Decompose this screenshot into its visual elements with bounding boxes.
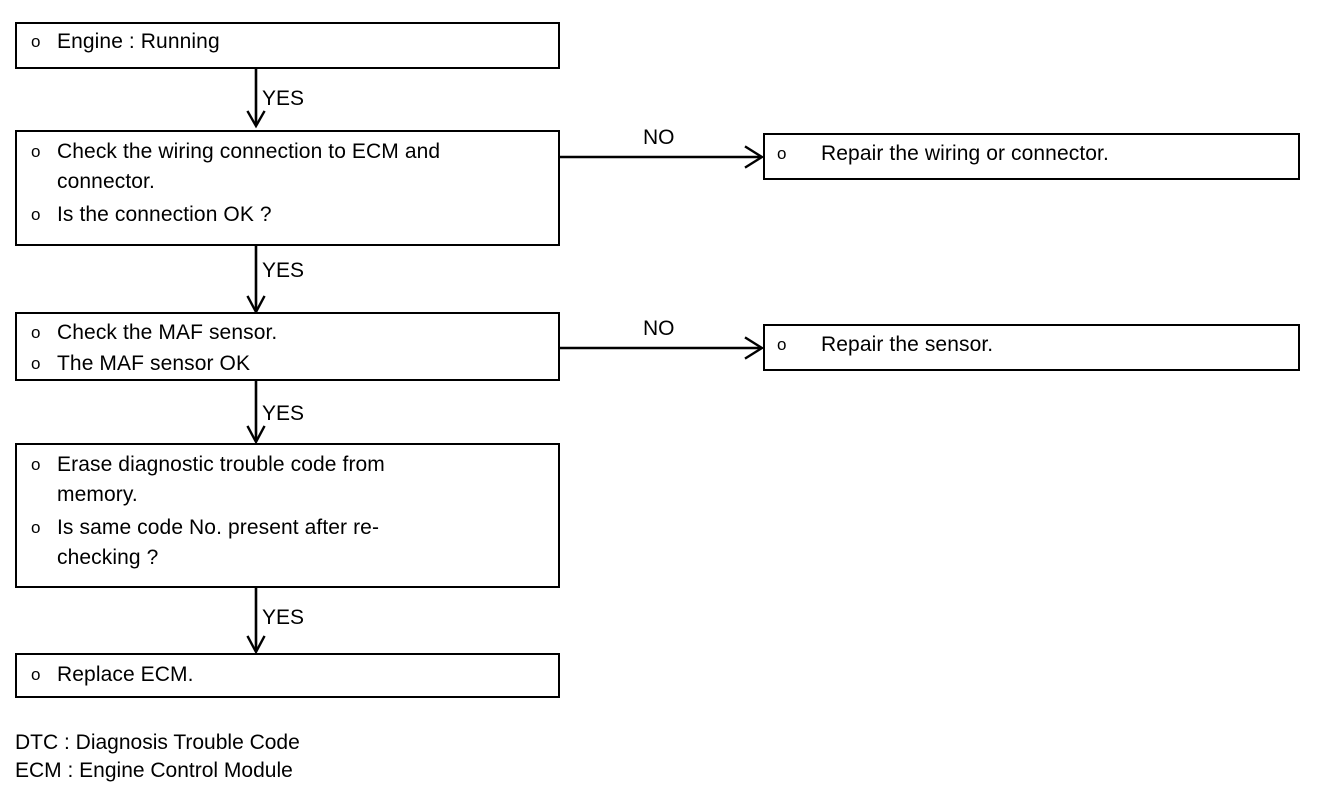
node-replace-ecm[interactable] bbox=[15, 653, 560, 698]
edge-label-yes-2: YES bbox=[262, 259, 305, 282]
legend-line-ecm: ECM : Engine Control Module bbox=[15, 759, 293, 782]
node-check-wiring-text-1: Is the connection OK ? bbox=[57, 203, 272, 226]
node-check-wiring[interactable] bbox=[15, 130, 560, 246]
node-repair-sensor-text: Repair the sensor. bbox=[821, 333, 994, 356]
edge-label-no-1: NO bbox=[643, 126, 675, 149]
bullet-marker: o bbox=[31, 205, 41, 224]
bullet-marker: o bbox=[31, 518, 41, 537]
node-check-maf-line-1: o The MAF sensor OK bbox=[31, 349, 250, 379]
node-engine-running-text: Engine : Running bbox=[57, 30, 220, 53]
node-engine-running[interactable] bbox=[15, 22, 560, 69]
node-replace-ecm-line-0: o Replace ECM. bbox=[31, 660, 194, 690]
bullet-marker: o bbox=[31, 354, 41, 373]
node-check-wiring-text-0: Check the wiring connection to ECM and c… bbox=[57, 140, 441, 193]
edge-label-yes-3: YES bbox=[262, 402, 305, 425]
edge-label-no-2: NO bbox=[643, 317, 675, 340]
node-repair-sensor[interactable] bbox=[763, 324, 1300, 371]
node-erase-dtc-text-1: Is same code No. present after re- check… bbox=[57, 516, 380, 569]
node-erase-dtc[interactable] bbox=[15, 443, 560, 588]
node-repair-wiring[interactable] bbox=[763, 133, 1300, 180]
node-repair-wiring-text: Repair the wiring or connector. bbox=[821, 142, 1109, 165]
node-erase-dtc-text-0: Erase diagnostic trouble code from memor… bbox=[57, 453, 385, 506]
bullet-marker: o bbox=[777, 144, 787, 163]
node-check-maf-line-0: o Check the MAF sensor. bbox=[31, 318, 277, 348]
edge-label-yes-4: YES bbox=[262, 606, 305, 629]
bullet-marker: o bbox=[31, 323, 41, 342]
node-engine-running-line-0: o Engine : Running bbox=[31, 27, 220, 57]
bullet-marker: o bbox=[31, 32, 41, 51]
bullet-marker: o bbox=[31, 455, 41, 474]
node-repair-wiring-line-0: o Repair the wiring or connector. bbox=[777, 139, 1109, 169]
bullet-marker: o bbox=[31, 142, 41, 161]
node-check-maf-text-0: Check the MAF sensor. bbox=[57, 321, 278, 344]
node-check-maf[interactable] bbox=[15, 312, 560, 381]
node-erase-dtc-line-0: o Erase diagnostic trouble code from mem… bbox=[31, 450, 385, 510]
node-check-maf-text-1: The MAF sensor OK bbox=[57, 352, 251, 375]
node-erase-dtc-line-1: o Is same code No. present after re- che… bbox=[31, 513, 379, 573]
edge-label-yes-1: YES bbox=[262, 87, 305, 110]
node-repair-sensor-line-0: o Repair the sensor. bbox=[777, 330, 993, 360]
node-check-wiring-line-1: o Is the connection OK ? bbox=[31, 200, 272, 230]
bullet-marker: o bbox=[31, 665, 41, 684]
legend-line-dtc: DTC : Diagnosis Trouble Code bbox=[15, 731, 300, 754]
bullet-marker: o bbox=[777, 335, 787, 354]
node-check-wiring-line-0: o Check the wiring connection to ECM and… bbox=[31, 137, 440, 197]
node-replace-ecm-text: Replace ECM. bbox=[57, 663, 194, 686]
